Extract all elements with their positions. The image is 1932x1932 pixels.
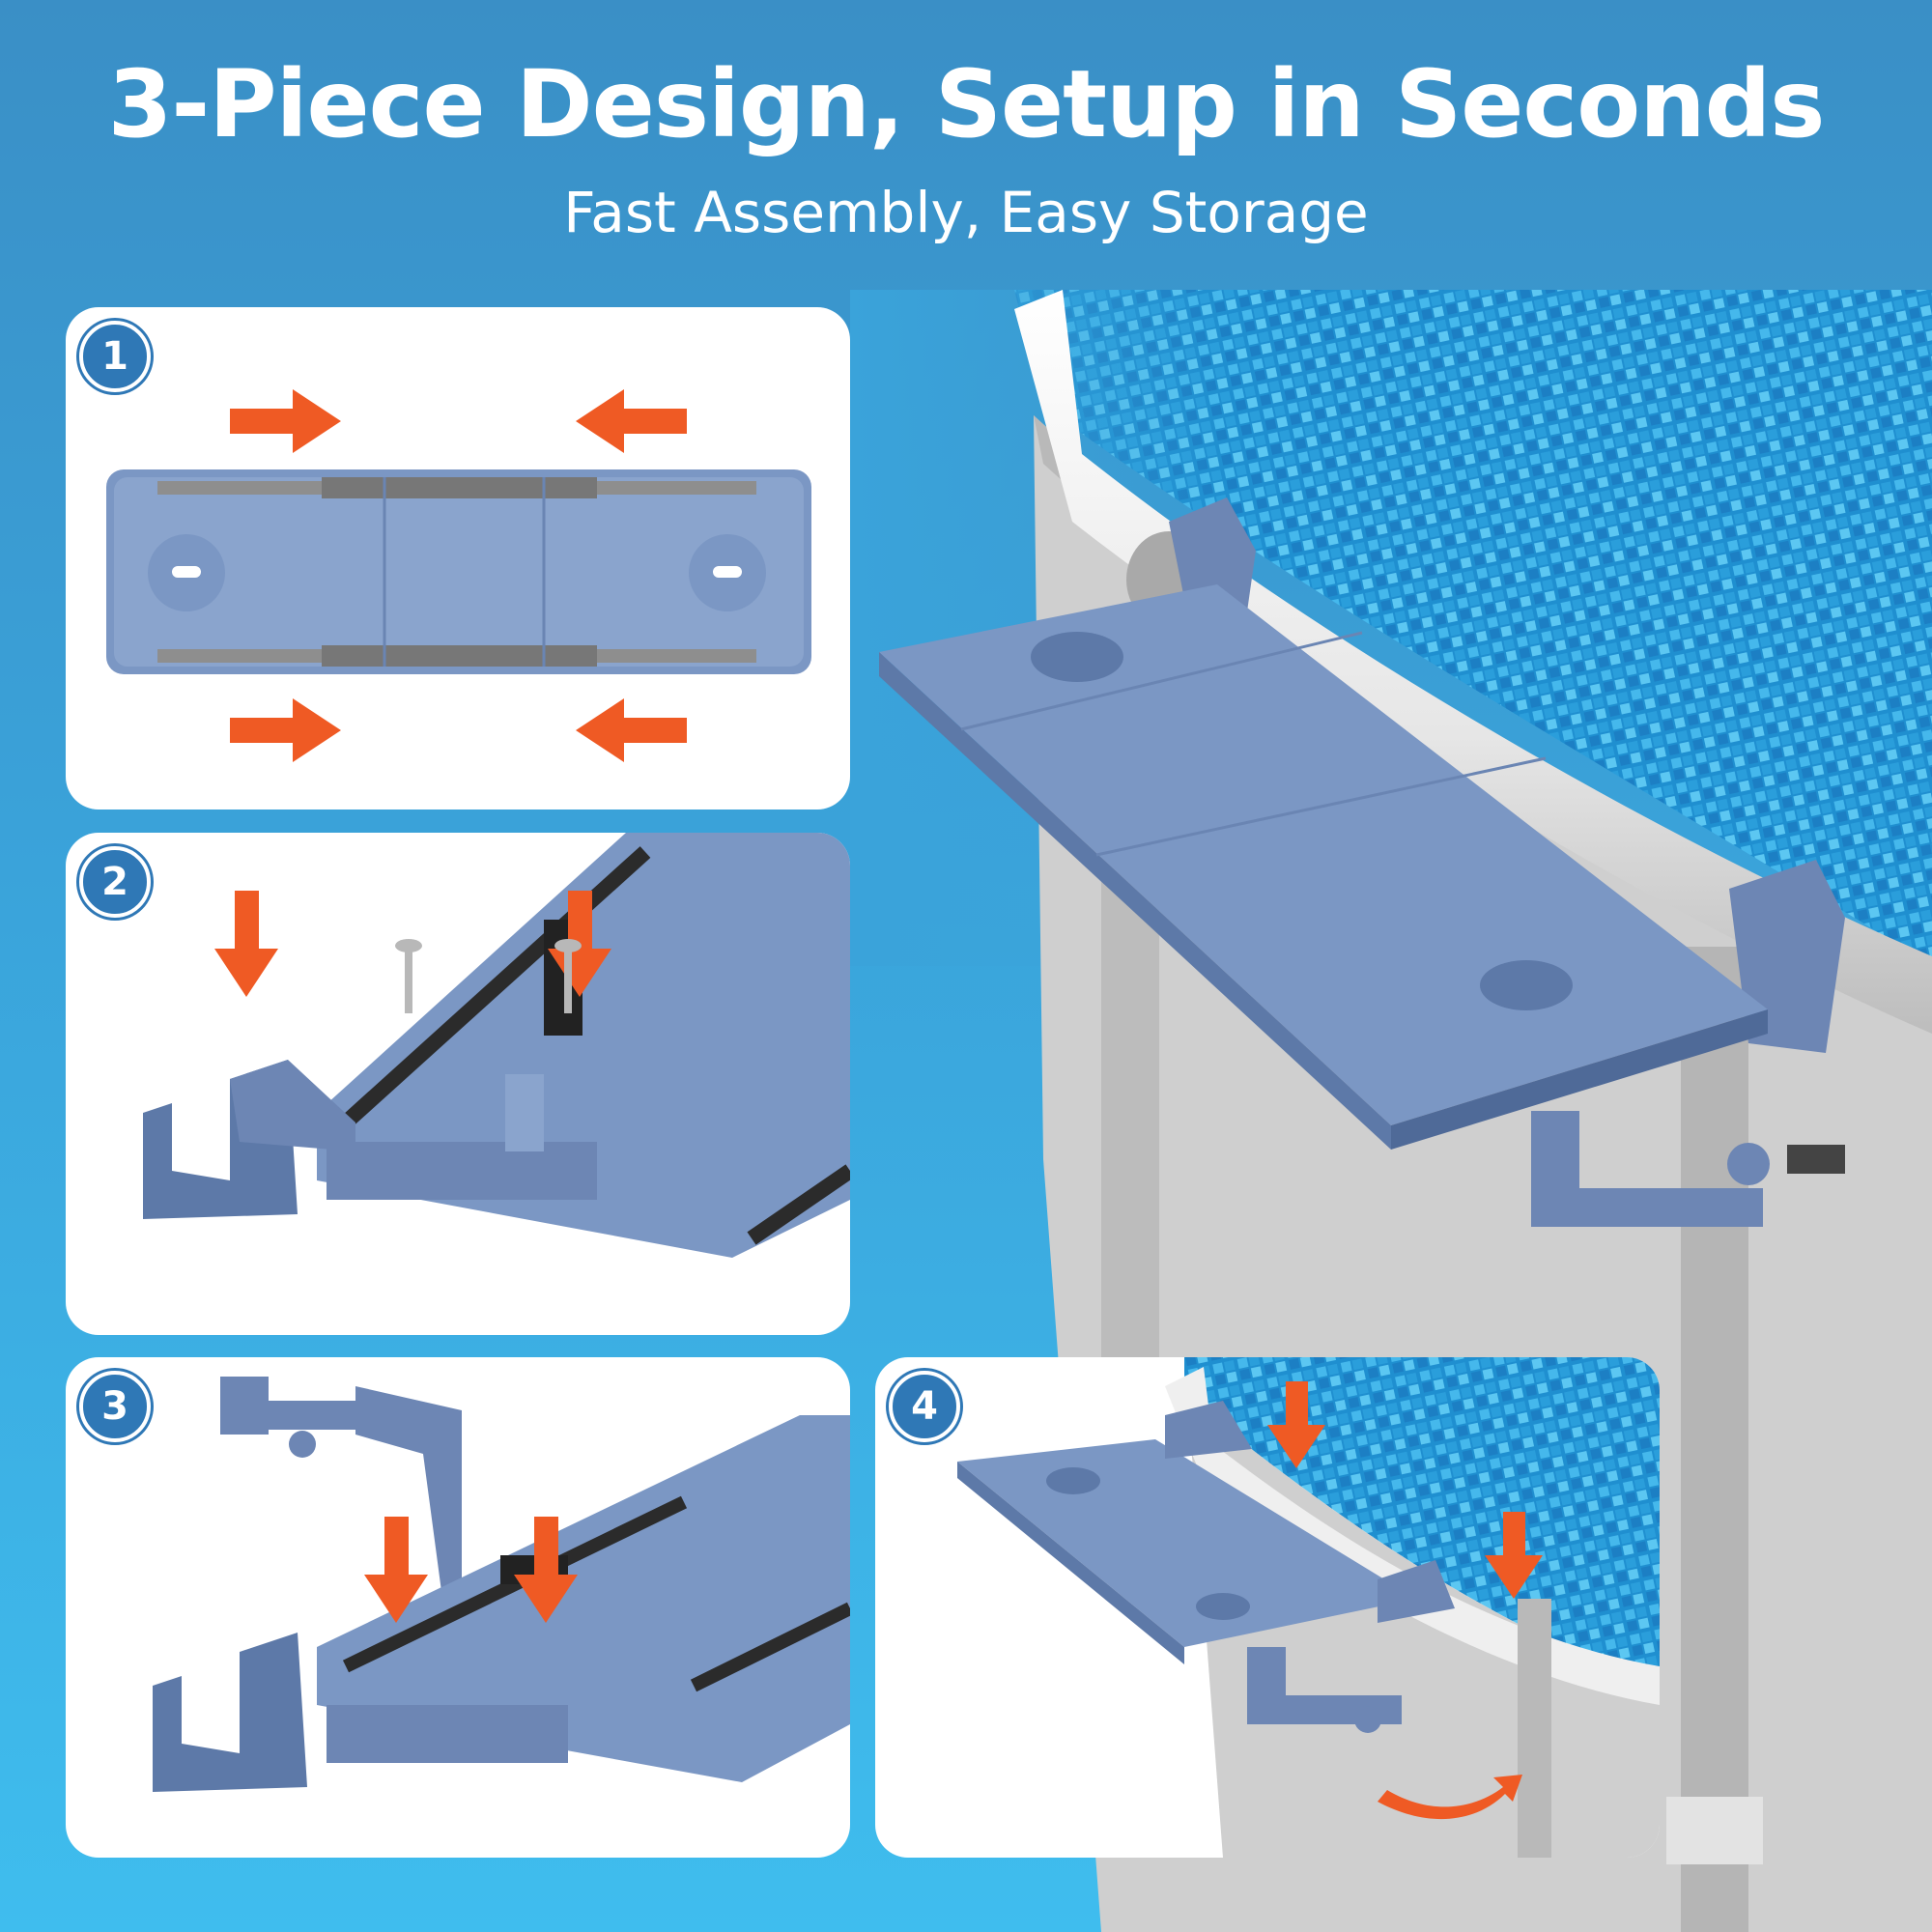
screw-icon [554, 939, 582, 1013]
wall-bracket [1531, 1111, 1845, 1227]
rail-clamp-left [1169, 497, 1256, 618]
step-4-panel: 4 [875, 1357, 1660, 1858]
page-title: 3-Piece Design, Setup in Seconds [107, 50, 1826, 158]
step-2-badge: 2 [79, 846, 151, 918]
down-arrow-icon [364, 1517, 428, 1623]
installed-tray [879, 584, 1768, 1150]
down-arrow-icon [1267, 1381, 1325, 1468]
pool-rail [1165, 1367, 1660, 1705]
step-2-panel: 2 [66, 833, 850, 1335]
down-arrow-icon [214, 891, 278, 997]
right-arrow-icon [230, 389, 341, 453]
screw-icon [395, 939, 422, 1013]
step-1-panel: 1 [66, 307, 850, 810]
right-arrow-icon [230, 698, 341, 762]
step-4-badge: 4 [889, 1371, 960, 1442]
down-arrow-icon [514, 1517, 578, 1623]
wall-bracket [1247, 1647, 1402, 1733]
curved-arrow-icon [1378, 1775, 1522, 1820]
step-3-panel: 3 [66, 1357, 850, 1858]
tray-section [317, 1415, 850, 1782]
hook-bracket [153, 1633, 307, 1792]
installed-tray [957, 1401, 1455, 1664]
left-arrow-icon [576, 698, 687, 762]
step-3-badge: 3 [79, 1371, 151, 1442]
down-arrow-icon [1485, 1512, 1543, 1599]
pool-rail [1014, 290, 1932, 1034]
step-1-badge: 1 [79, 321, 151, 392]
tray-underside [106, 469, 811, 674]
page-subtitle: Fast Assembly, Easy Storage [563, 180, 1369, 245]
support-bracket [220, 1377, 462, 1599]
left-arrow-icon [576, 389, 687, 453]
